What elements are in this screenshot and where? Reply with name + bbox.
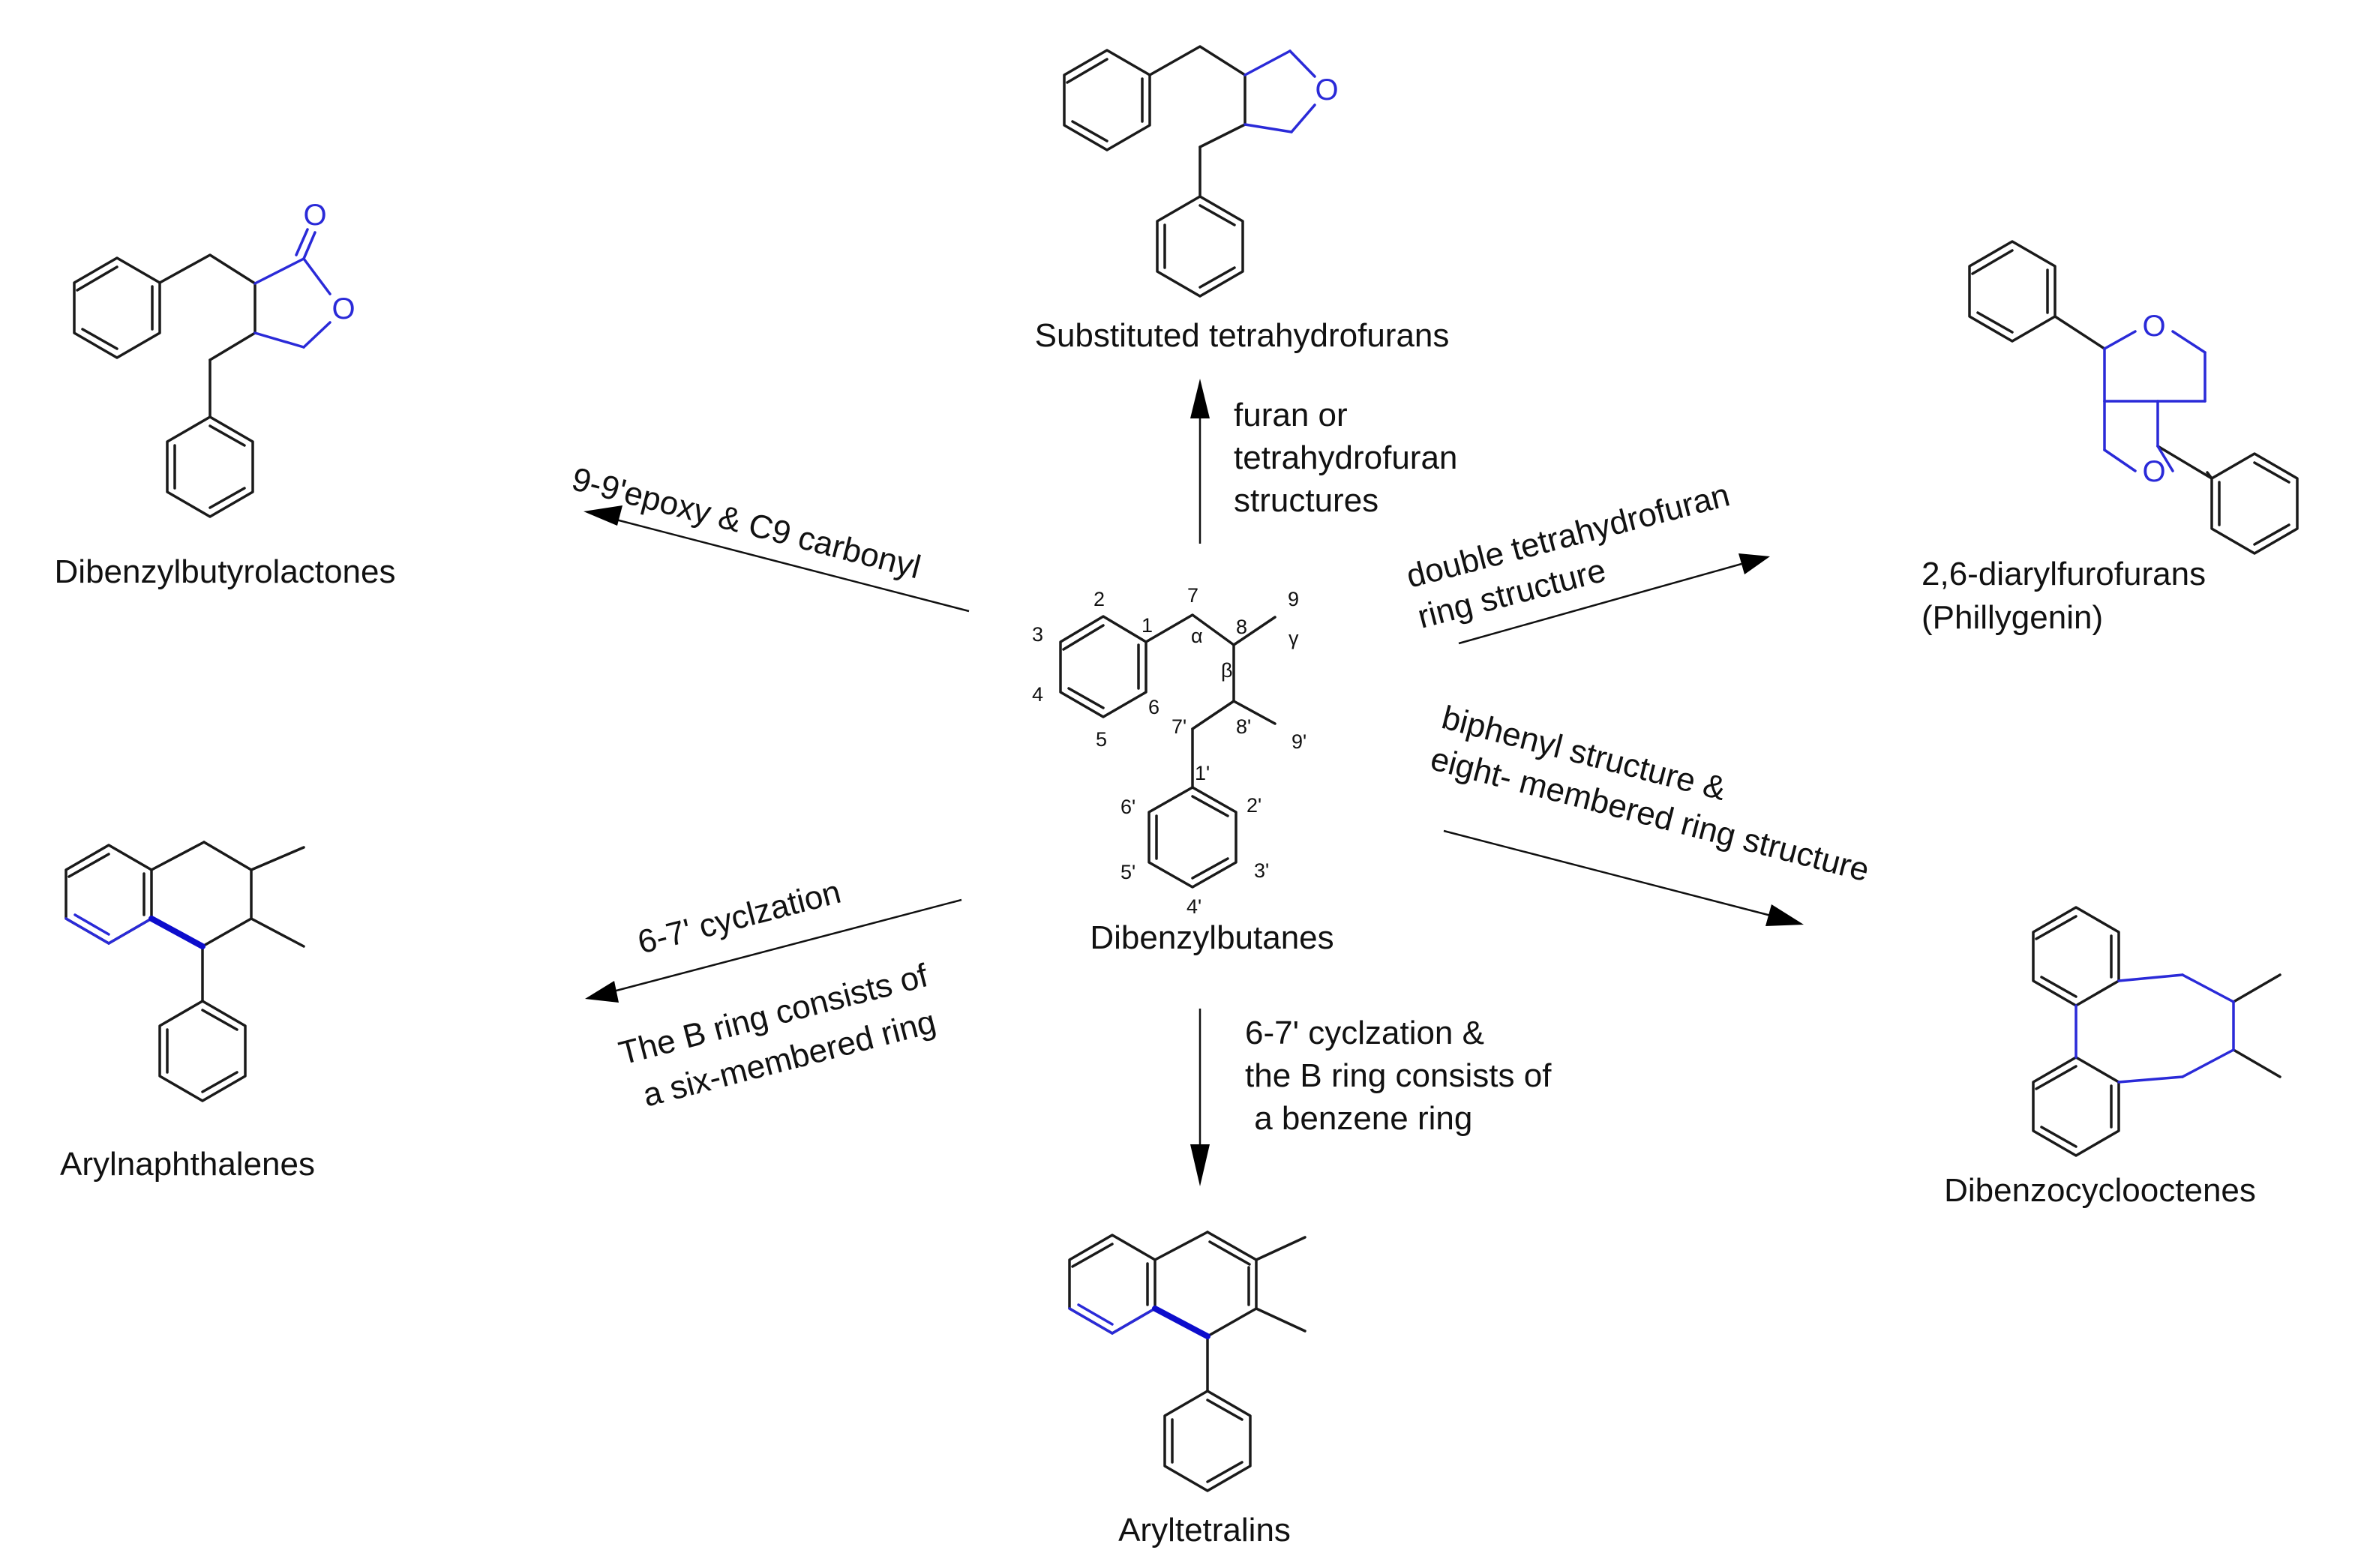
arrow-up-label-line2: tetrahydrofuran [1234,439,1457,476]
arrow-upleft [584,505,970,613]
atom-number-3: 3 [1032,623,1043,646]
furofuran-oxygen-bottom: O [2142,455,2165,488]
aryltetralin-structure [1068,1231,1306,1492]
atom-number-1p: 1' [1195,762,1210,784]
furofuran-structure [1968,240,2299,555]
furofuran-label-line1: 2,6-diarylfurofurans [1922,556,2206,592]
atom-number-9: 9 [1288,588,1299,610]
greek-beta: β [1221,659,1233,682]
arrow-down-label-line2: the B ring consists of [1245,1057,1552,1094]
furofuran-oxygen-top: O [2142,310,2165,343]
arrow-upleft-label: 9-9'epoxy & C9 carbonyl [568,460,924,586]
lactone-ring-oxygen: O [332,292,355,325]
arrow-down [1190,1009,1210,1186]
atom-number-5p: 5' [1120,861,1136,883]
arrow-downleft-label-line1: 6-7' cyclzation [634,874,844,961]
dibenzylbutane-structure: 1 2 3 4 5 6 7 8 9 α β γ 7' 8' 9' 1' 2' 3… [1032,584,1306,918]
arylnaphthalene-label: Arylnaphthalenes [60,1146,315,1183]
atom-number-1: 1 [1142,614,1153,637]
atom-number-8p: 8' [1236,715,1251,738]
dibenzocyclooctene-structure [2032,906,2282,1157]
greek-gamma: γ [1288,627,1299,649]
atom-number-4p: 4' [1186,895,1202,918]
dibenzocyclooctene-label: Dibenzocyclooctenes [1944,1172,2256,1209]
thf-oxygen: O [1315,73,1338,106]
furofuran-label-line2: (Phillygenin) [1922,599,2103,636]
greek-alpha: α [1191,625,1203,647]
arrow-down-label-line3: a benzene ring [1245,1100,1472,1137]
lactone-carbonyl-oxygen: O [303,199,326,232]
arrow-down-label-line1: 6-7' cyclzation & [1245,1015,1484,1051]
atom-number-7p: 7' [1172,715,1186,738]
arrow-up-label-line3: structures [1234,482,1378,519]
lactone-label: Dibenzylbutyrolactones [55,553,396,590]
aryltetralin-label: Aryltetralins [1118,1512,1291,1549]
arrow-downright [1443,829,1804,926]
atom-number-2p: 2' [1246,794,1262,817]
arylnaphthalene-structure [64,841,305,1102]
atom-number-9p: 9' [1292,730,1306,753]
atom-number-6: 6 [1148,696,1160,718]
atom-number-5: 5 [1096,728,1107,751]
atom-number-7: 7 [1187,584,1198,607]
arrow-up-label-line1: furan or [1234,397,1348,433]
center-label: Dibenzylbutanes [1090,919,1334,956]
atom-number-3p: 3' [1254,859,1269,882]
atom-number-8: 8 [1236,616,1247,638]
thf-structure [1063,45,1316,298]
arrow-up [1190,379,1210,544]
atom-number-2: 2 [1094,588,1105,610]
arrow-upright [1458,553,1770,645]
atom-number-4: 4 [1032,683,1043,706]
atom-number-6p: 6' [1120,796,1136,818]
thf-label: Substituted tetrahydrofurans [1035,317,1450,354]
lactone-structure [73,228,332,518]
arrow-downleft [585,898,962,1003]
